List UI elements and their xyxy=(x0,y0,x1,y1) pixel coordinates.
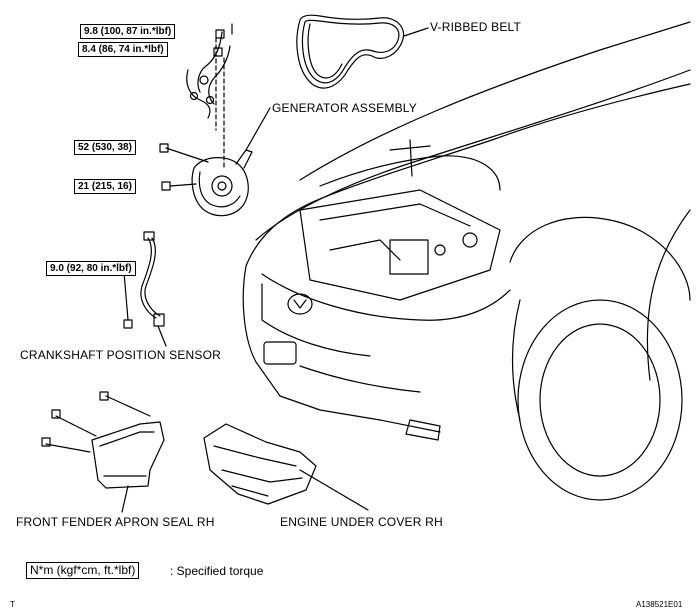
v-ribbed-belt-drawing xyxy=(296,14,429,89)
v-ribbed-belt-label: V-RIBBED BELT xyxy=(430,20,522,34)
engine-under-cover-label: ENGINE UNDER COVER RH xyxy=(280,515,443,529)
torque-legend-description: : Specified torque xyxy=(170,564,264,578)
front-fender-apron-seal-label: FRONT FENDER APRON SEAL RH xyxy=(16,515,215,529)
crankshaft-position-sensor-label: CRANKSHAFT POSITION SENSOR xyxy=(20,348,222,362)
generator-assembly-label: GENERATOR ASSEMBLY xyxy=(272,101,417,115)
torque-legend-unit: N*m (kgf*cm, ft.*lbf) xyxy=(26,562,140,579)
crankshaft-sensor-drawing xyxy=(123,231,167,347)
footer-mark: T xyxy=(10,600,15,609)
torque-spec-3: 52 (530, 38) xyxy=(74,140,136,155)
generator-assembly-drawing xyxy=(159,23,271,217)
vehicle-drawing xyxy=(242,21,691,501)
figure-code: A138521E01 xyxy=(636,600,683,609)
torque-spec-2: 8.4 (86, 74 in.*lbf) xyxy=(78,42,168,57)
fender-apron-seal-drawing xyxy=(41,391,165,513)
torque-spec-1: 9.8 (100, 87 in.*lbf) xyxy=(80,24,176,39)
engine-under-cover-drawing xyxy=(203,423,369,511)
torque-spec-5: 9.0 (92, 80 in.*lbf) xyxy=(46,261,136,276)
torque-spec-4: 21 (215, 16) xyxy=(74,179,136,194)
